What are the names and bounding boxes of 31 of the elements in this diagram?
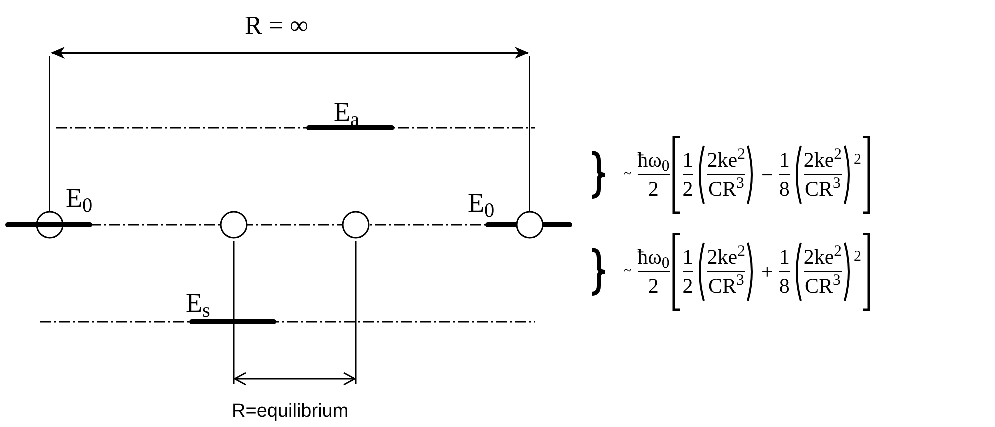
formula-term: 2 (648, 176, 659, 200)
formula-term: 1 (682, 247, 694, 271)
formula-term: CR$^{3}$ (708, 175, 744, 200)
formula-term: ħω$_{0}$ (638, 150, 670, 174)
formula-term: 1 (682, 150, 694, 174)
tilde-sign: ~ (624, 265, 632, 279)
formula-term: 1 (779, 247, 790, 271)
distance-label: R=equilibrium (232, 401, 349, 422)
operator-sign: + (761, 262, 774, 282)
formula-term: 1 (779, 150, 790, 174)
formula-term: 2 (682, 176, 694, 200)
formula-term: CR$^{3}$ (804, 175, 841, 200)
formula-term: 2ke$^{2}$ (804, 247, 842, 271)
tilde-sign: ~ (624, 168, 632, 182)
energy-label: E$_{0}$ (468, 188, 495, 218)
exponent: 2 (854, 249, 862, 265)
formula-term: 2 (648, 273, 659, 297)
operator-sign: − (761, 164, 774, 186)
energy-label: E$_{0}$ (66, 183, 93, 213)
formula-term: 2ke$^{2}$ (707, 150, 746, 174)
formula-term: ħω$_{0}$ (638, 247, 670, 271)
energy-label: E$_{s}$ (186, 288, 210, 318)
formula-term: 8 (779, 273, 790, 297)
formula-term: CR$^{3}$ (708, 272, 744, 297)
distance-label: R = ∞ (245, 11, 309, 40)
formula-term: 2ke$^{2}$ (707, 247, 746, 271)
formula-term: 2 (682, 273, 694, 297)
exponent: 2 (854, 152, 862, 168)
formula-term: CR$^{3}$ (804, 272, 841, 297)
formula-term: 2ke$^{2}$ (804, 150, 842, 174)
formula-term: 8 (779, 176, 790, 200)
